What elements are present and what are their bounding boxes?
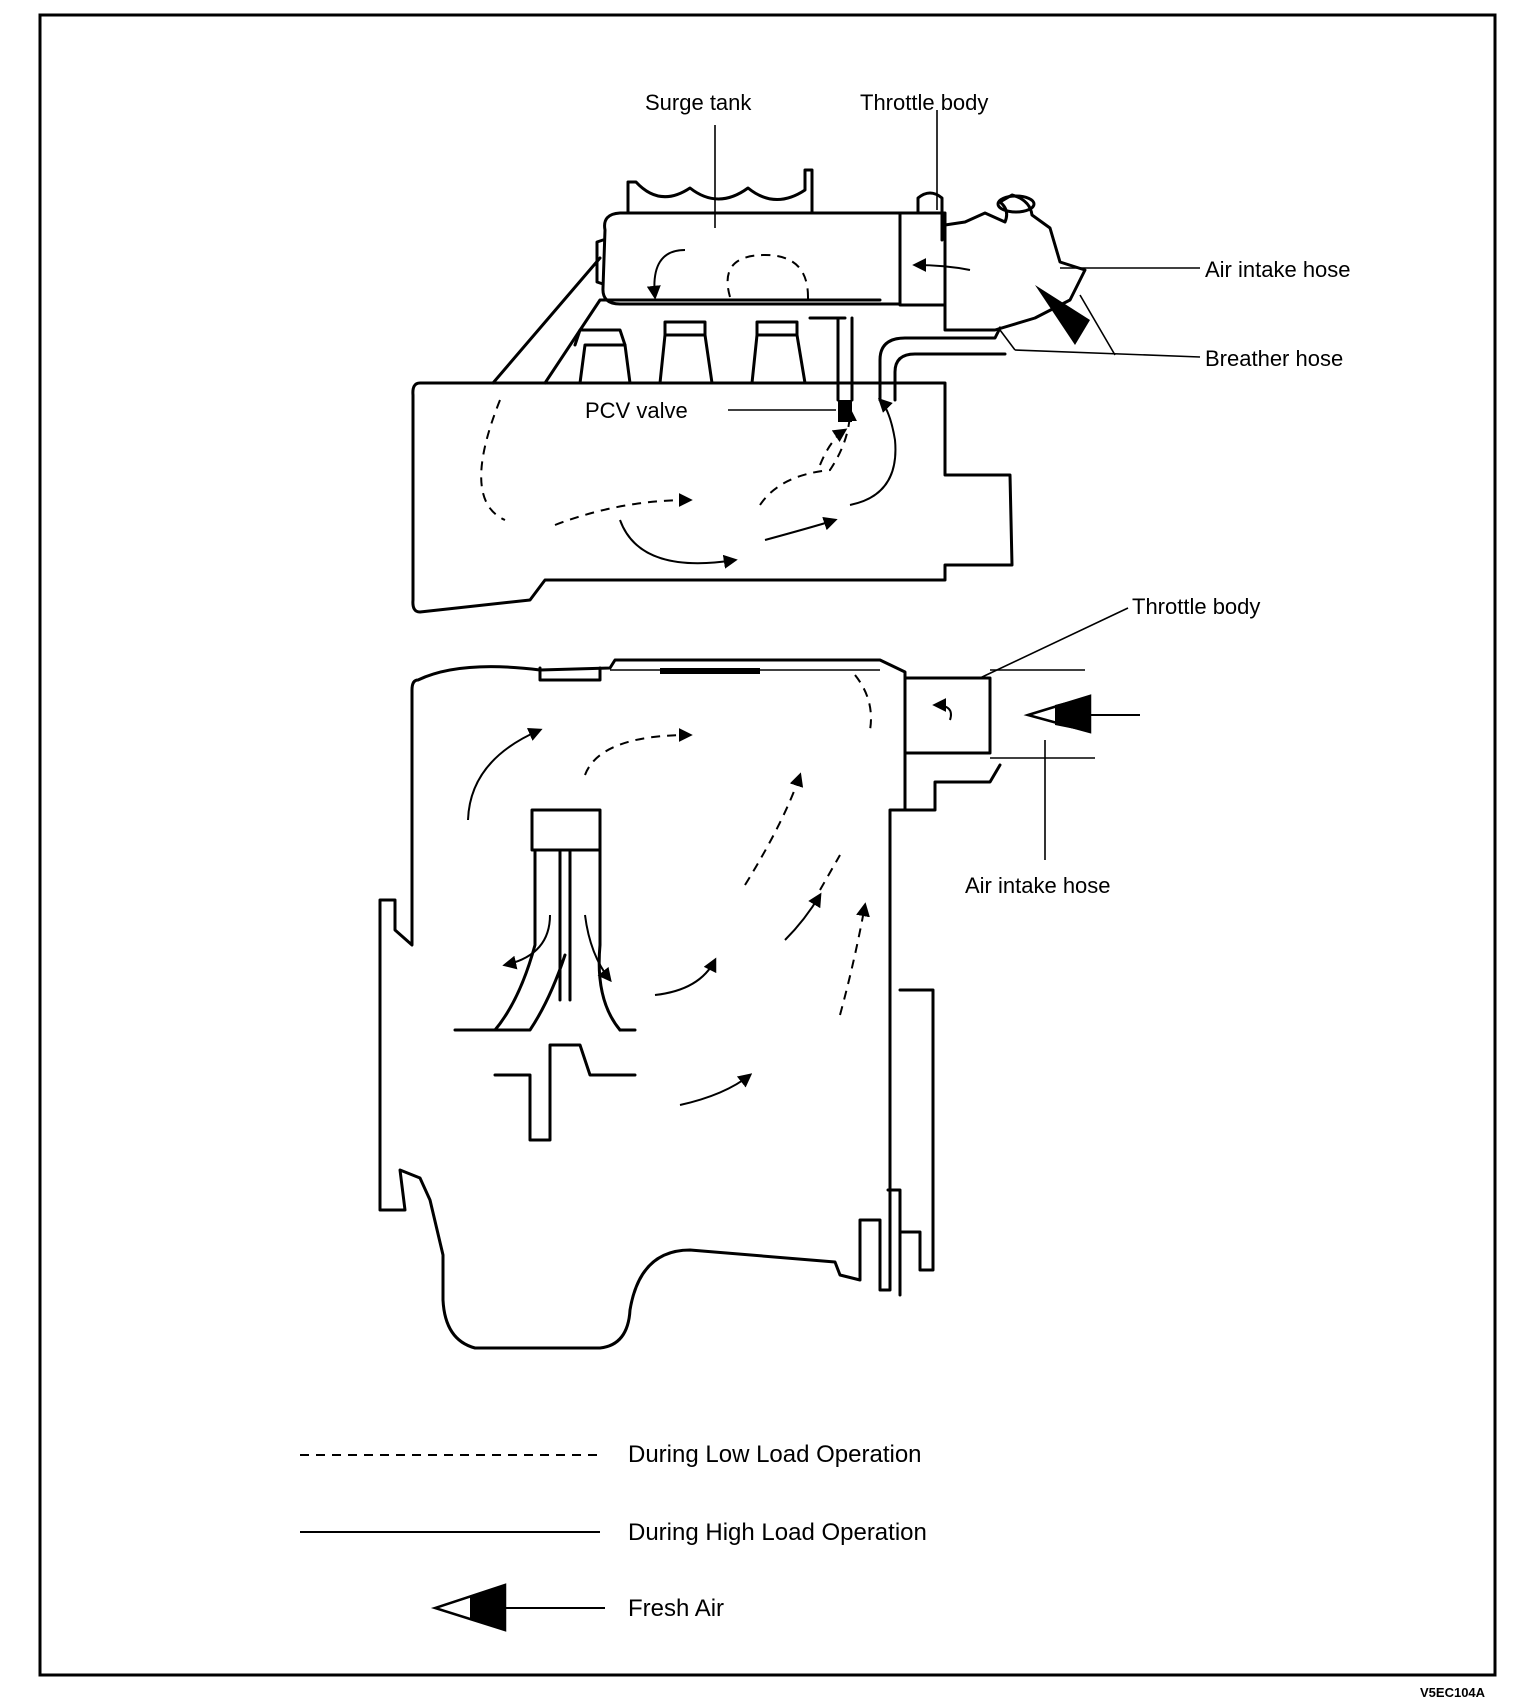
breather-hose-label: Breather hose: [1205, 346, 1343, 371]
throttle-body-top: [898, 110, 947, 307]
breather-hose: [878, 294, 1201, 402]
intake-runners: [491, 256, 882, 385]
legend: During Low Load Operation During High Lo…: [300, 1441, 927, 1632]
fresh-air-arrow-bottom: [1023, 694, 1140, 734]
fresh-air-arrow-top: [1035, 285, 1090, 345]
flow-arrows-bottom: [467, 674, 872, 1106]
piston-assembly: [453, 808, 637, 1142]
engine-block-top: [411, 381, 1014, 614]
legend-fresh-air-label: Fresh Air: [628, 1595, 724, 1622]
bottom-engine-view: [378, 607, 1140, 1350]
flow-arrows-top: [480, 249, 971, 569]
throttle-body-top-label: Throttle body: [860, 90, 988, 115]
figure-code: V5EC104A: [1420, 1685, 1486, 1700]
throttle-body-bottom: [903, 607, 1129, 812]
pcv-valve-label: PCV valve: [585, 398, 688, 423]
air-intake-hose-top: [943, 193, 1200, 332]
engine-block-bottom: [378, 658, 907, 1350]
air-intake-hose-top-label: Air intake hose: [1205, 257, 1351, 282]
top-engine-view: [411, 110, 1201, 614]
throttle-body-bottom-label: Throttle body: [1132, 594, 1260, 619]
surge-tank-label: Surge tank: [645, 90, 752, 115]
surge-tank: [595, 125, 902, 306]
legend-high-load-label: During High Load Operation: [628, 1519, 927, 1546]
figure-frame: [38, 13, 1497, 1677]
air-intake-hose-bottom-label: Air intake hose: [965, 873, 1111, 898]
legend-low-load-label: During Low Load Operation: [628, 1441, 922, 1468]
legend-fresh-air-arrow: [430, 1583, 605, 1632]
